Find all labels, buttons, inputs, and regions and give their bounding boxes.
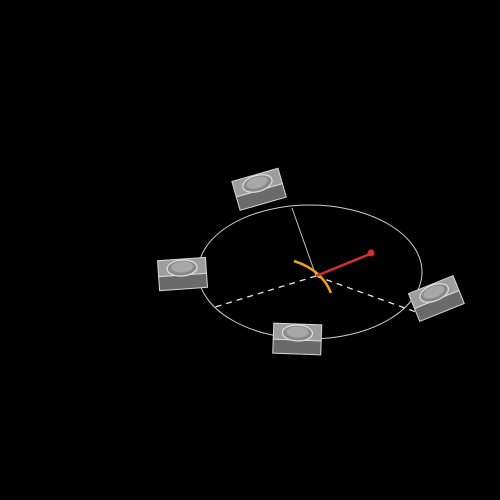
orange-arc	[293, 259, 333, 294]
dashed-line-right	[315, 275, 417, 313]
pad-bottom	[272, 322, 323, 356]
orbit-circle	[197, 204, 423, 340]
red-arrow-tip	[367, 249, 375, 257]
pad-left	[156, 256, 209, 292]
pad-right	[407, 275, 465, 323]
spoke-line-top	[291, 207, 317, 277]
red-arrow-shaft	[315, 252, 371, 278]
pad-top	[231, 167, 287, 211]
dashed-line-left	[211, 275, 317, 309]
